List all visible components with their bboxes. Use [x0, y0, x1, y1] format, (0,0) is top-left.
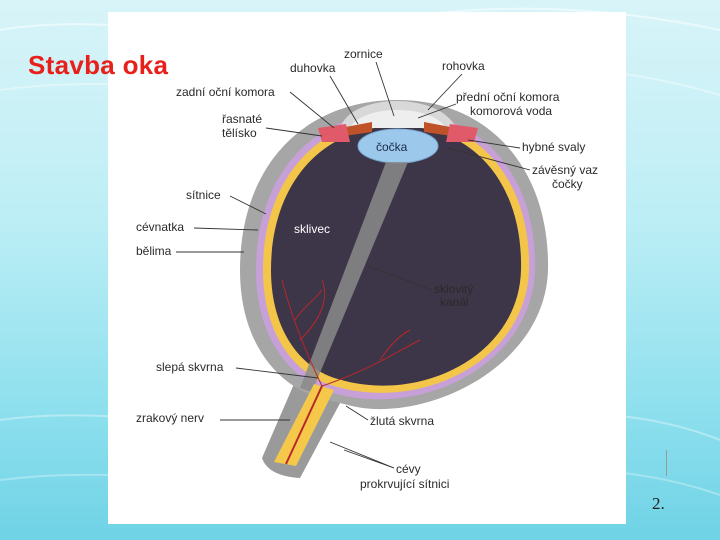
label-sklovity-1: sklovitý [434, 282, 473, 296]
label-zornice: zornice [344, 47, 383, 61]
label-sklivec: sklivec [294, 222, 330, 236]
label-zrakovy-nerv: zrakový nerv [136, 411, 204, 425]
label-slepa-skvrna: slepá skvrna [156, 360, 224, 374]
label-cocka: čočka [376, 140, 408, 154]
label-cevy-2: prokrvující sítnici [360, 477, 449, 491]
label-zavesny-2: čočky [552, 177, 583, 191]
label-predni-komora-1: přední oční komora [456, 90, 560, 104]
label-sitnice: sítnice [186, 188, 221, 202]
label-rohovka: rohovka [442, 59, 485, 73]
label-cevy-1: cévy [396, 462, 421, 476]
label-zavesny-1: závěsný vaz [532, 163, 598, 177]
label-hybne-svaly: hybné svaly [522, 140, 585, 154]
label-cevnatka: cévnatka [136, 220, 184, 234]
label-sklovity-2: kanál [440, 295, 469, 309]
page-number: 2. [652, 494, 665, 514]
label-zluta-skvrna: žlutá skvrna [370, 414, 434, 428]
page-divider [666, 450, 667, 476]
label-rasnate-1: řasnaté [222, 112, 262, 126]
label-rasnate-2: tělísko [222, 126, 257, 140]
label-belima: bělima [136, 244, 172, 258]
label-predni-komora-2: komorová voda [470, 104, 552, 118]
label-zadni-komora: zadní oční komora [176, 85, 275, 99]
label-duhovka: duhovka [290, 61, 336, 75]
